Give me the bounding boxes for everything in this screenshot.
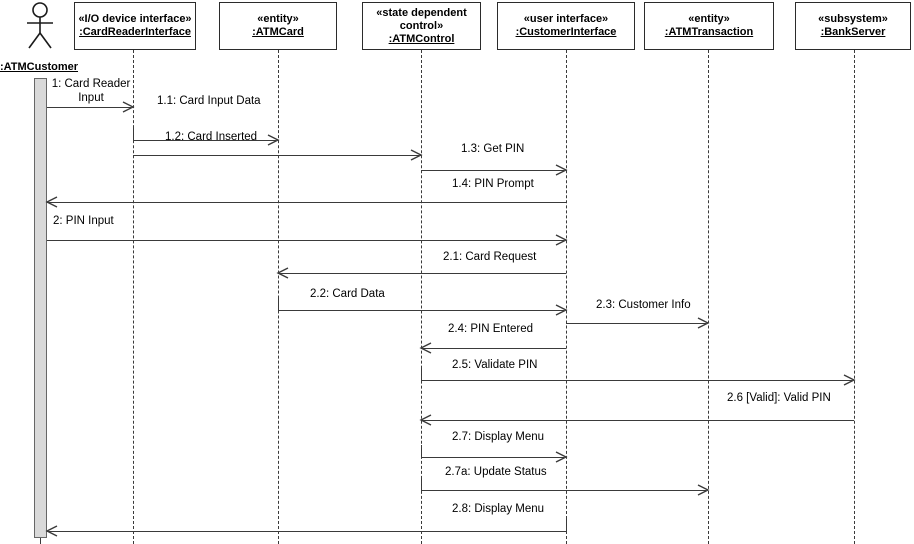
- message-line-2-2: [278, 310, 564, 311]
- message-stub-2-2: [278, 298, 279, 310]
- stereotype-cardreaderinterface: «I/O device interface»: [78, 13, 192, 25]
- lifeline-box-atmtransaction[interactable]: «entity» :ATMTransaction: [644, 2, 774, 50]
- message-stub-1-1: [133, 128, 134, 140]
- message-line-1-4: [47, 202, 566, 203]
- message-label-1-2: 1.2: Card Inserted: [165, 131, 258, 143]
- message-label-2-7a: 2.7a: Update Status: [445, 466, 547, 478]
- message-label-1: 1: Card Reader Input: [51, 78, 131, 104]
- message-line-2-7: [421, 457, 564, 458]
- message-label-2: 2: PIN Input: [53, 215, 114, 227]
- message-label-1-1: 1.1: Card Input Data: [157, 95, 261, 107]
- actor-lifeline-stem: [40, 538, 41, 544]
- lifeline-atmcontrol: [421, 50, 422, 544]
- actor-stick-figure-icon: [22, 2, 58, 55]
- message-stub-2-7a: [421, 478, 422, 490]
- lifeline-atmtransaction: [708, 50, 709, 544]
- lifeline-customerinterface: [566, 50, 567, 544]
- message-stub-2-8: [566, 519, 567, 531]
- message-line-2-5: [421, 380, 852, 381]
- stereotype-bankserver: «subsystem»: [818, 13, 888, 25]
- message-line-2-3: [566, 323, 706, 324]
- message-line-1-3: [421, 170, 564, 171]
- message-line-2-7a: [421, 490, 706, 491]
- lifeline-bankserver: [854, 50, 855, 544]
- objectname-cardreaderinterface: :CardReaderInterface: [79, 26, 191, 38]
- lifeline-box-bankserver[interactable]: «subsystem» :BankServer: [795, 2, 911, 50]
- message-label-2-5: 2.5: Validate PIN: [452, 359, 538, 371]
- message-line-2: [47, 240, 564, 241]
- message-line-2-8: [47, 531, 566, 532]
- message-line-1: [47, 107, 131, 108]
- lifeline-box-atmcard[interactable]: «entity» :ATMCard: [219, 2, 337, 50]
- lifeline-box-atmcontrol[interactable]: «state dependent control» :ATMControl: [362, 2, 481, 50]
- message-label-1-4: 1.4: PIN Prompt: [452, 178, 534, 190]
- message-line-2-4: [421, 348, 566, 349]
- stereotype-atmtransaction: «entity»: [688, 13, 730, 25]
- lifeline-box-cardreaderinterface[interactable]: «I/O device interface» :CardReaderInterf…: [74, 2, 196, 50]
- message-label-2-1: 2.1: Card Request: [443, 251, 537, 263]
- message-stub-2-5: [421, 368, 422, 380]
- actor-label-atmcustomer: :ATMCustomer: [0, 61, 79, 73]
- objectname-atmcontrol: :ATMControl: [388, 32, 455, 45]
- lifeline-atmcard: [278, 50, 279, 544]
- message-label-1-3: 1.3: Get PIN: [461, 143, 525, 155]
- activation-bar-atmcustomer: [34, 78, 47, 538]
- message-label-2-3: 2.3: Customer Info: [596, 299, 691, 311]
- message-line-1-1: [133, 140, 276, 141]
- message-line-2-1: [278, 273, 566, 274]
- objectname-atmtransaction: :ATMTransaction: [664, 26, 754, 38]
- stereotype-atmcontrol: «state dependent control»: [376, 6, 467, 32]
- message-label-2-2: 2.2: Card Data: [310, 288, 385, 300]
- stereotype-customerinterface: «user interface»: [523, 13, 609, 25]
- stereotype-atmcard: «entity»: [257, 13, 299, 25]
- message-label-2-8: 2.8: Display Menu: [452, 503, 545, 515]
- message-label-2-4: 2.4: PIN Entered: [448, 323, 534, 335]
- message-label-2-6: 2.6 [Valid]: Valid PIN: [727, 392, 831, 404]
- message-stub-2-7: [421, 445, 422, 457]
- message-label-2-7: 2.7: Display Menu: [452, 431, 545, 443]
- objectname-atmcard: :ATMCard: [252, 26, 304, 38]
- objectname-customerinterface: :CustomerInterface: [515, 26, 617, 38]
- lifeline-cardreaderinterface: [133, 50, 134, 544]
- message-line-1-2: [133, 155, 419, 156]
- lifeline-box-customerinterface[interactable]: «user interface» :CustomerInterface: [497, 2, 635, 50]
- message-line-2-6: [421, 420, 854, 421]
- objectname-bankserver: :BankServer: [820, 26, 886, 38]
